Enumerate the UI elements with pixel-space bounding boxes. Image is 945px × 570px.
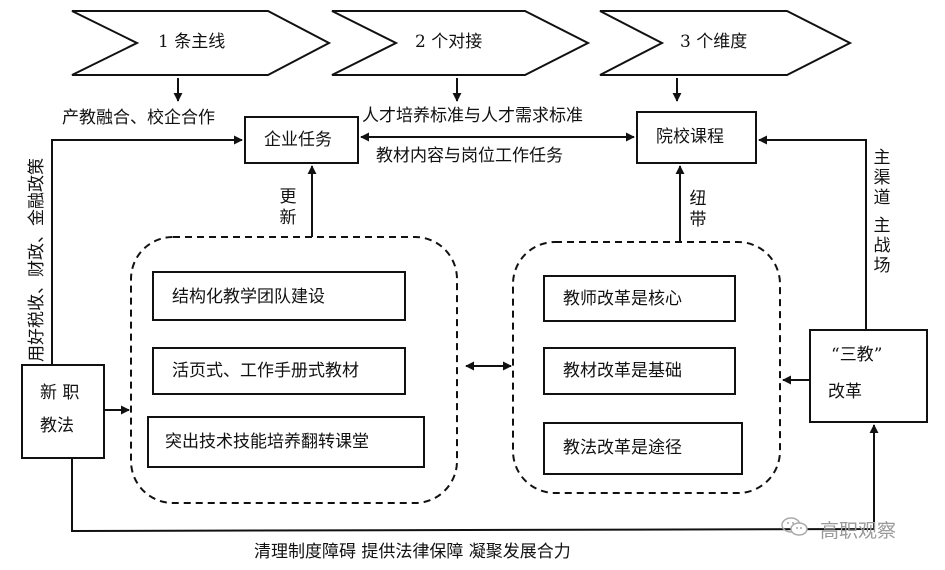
policy-line: [51, 135, 243, 365]
label-update: 更新: [279, 187, 297, 228]
main-channel-line: [758, 135, 867, 330]
new-law-line2: 教法: [40, 416, 74, 436]
chevron-2-label: 2 个对接: [415, 32, 483, 52]
three-reform-line1: “三教”: [831, 345, 883, 365]
right-item-2-label: 教材改革是基础: [563, 361, 682, 381]
label-talent-standards: 人才培养标准与人才需求标准: [362, 106, 583, 126]
left-item-2-label: 活页式、工作手册式教材: [172, 361, 359, 381]
left-item-1-box: [152, 271, 406, 321]
left-item-3-box: [147, 416, 425, 468]
right-item-1-label: 教师改革是核心: [563, 289, 682, 309]
label-link: 纽带: [689, 189, 707, 230]
label-legal-support: 清理制度障碍 提供法律保障 凝聚发展合力: [254, 542, 571, 562]
wechat-icon: [780, 515, 810, 544]
chevron-1: [71, 10, 332, 76]
chevron-3-label: 3 个维度: [680, 32, 748, 52]
new-law-line1: 新 职: [40, 383, 80, 403]
chevron-2: [331, 10, 591, 76]
enterprise-task-label: 企业任务: [264, 130, 332, 150]
right-item-2-box: [543, 347, 736, 395]
watermark: 高职观察: [780, 515, 896, 544]
chevron-1-label: 1 条主线: [158, 32, 226, 52]
left-item-1-label: 结构化教学团队建设: [172, 287, 325, 307]
right-item-1-box: [543, 275, 736, 322]
college-course-box: [636, 111, 757, 164]
legal-line: [71, 424, 879, 533]
three-reform-box: [809, 329, 928, 423]
label-tax-finance-policy: 用好税收、财政、金融政策: [27, 158, 47, 362]
college-course-label: 院校课程: [656, 127, 724, 147]
right-item-3-box: [543, 422, 743, 475]
left-item-3-label: 突出技术技能培养翻转课堂: [165, 432, 369, 452]
three-reform-line2: 改革: [828, 382, 862, 402]
new-law-box: [21, 364, 105, 459]
enterprise-task-box: [244, 116, 359, 164]
label-textbook-tasks: 教材内容与岗位工作任务: [376, 146, 563, 166]
left-item-2-box: [152, 347, 406, 395]
left-group-frame: [130, 236, 458, 504]
chevron-3: [599, 10, 853, 76]
label-main-channel: 主渠道 主战场: [873, 148, 891, 276]
watermark-text: 高职观察: [820, 520, 897, 542]
right-item-3-label: 教法改革是途径: [563, 438, 682, 458]
label-industry-education: 产教融合、校企合作: [62, 108, 215, 128]
